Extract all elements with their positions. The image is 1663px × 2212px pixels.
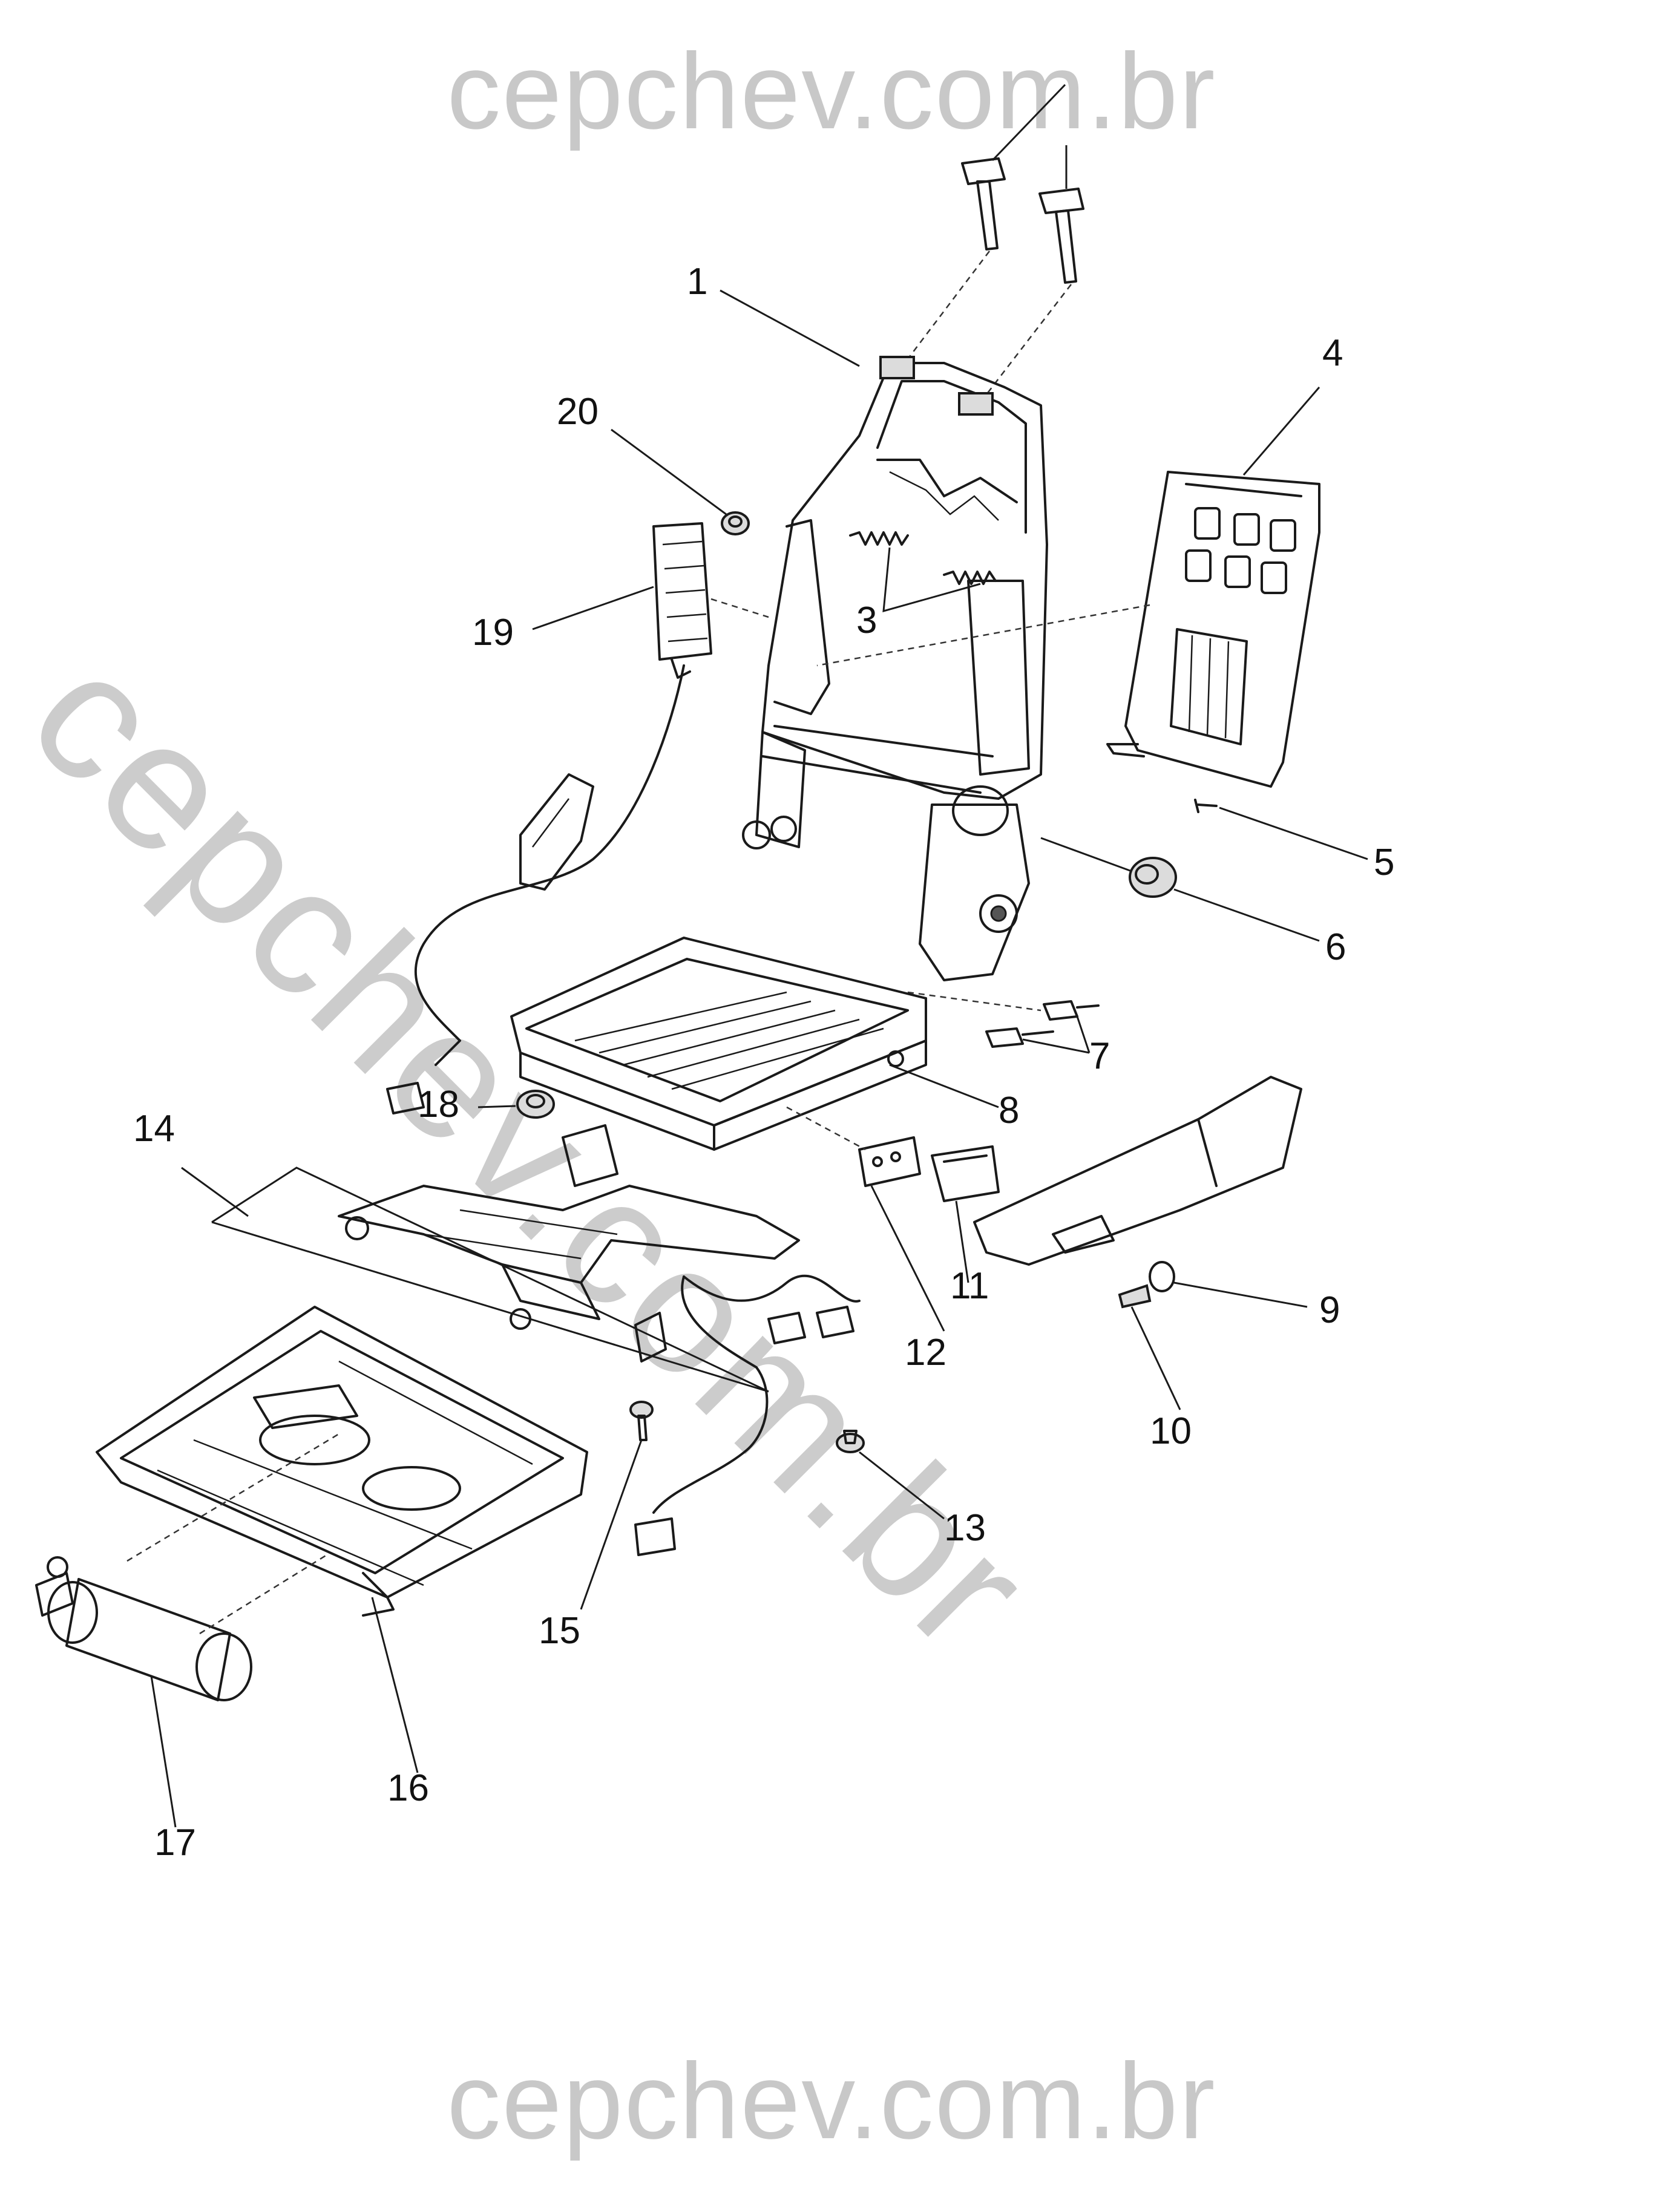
callout-14: 14 (133, 1108, 175, 1150)
callout-9: 9 (1319, 1289, 1340, 1331)
callout-15: 15 (539, 1610, 580, 1652)
seat-adjuster-bracket (338, 1124, 800, 1330)
bolt-15 (629, 1401, 654, 1441)
callout-3: 3 (856, 600, 877, 641)
leader-4 (1242, 387, 1320, 476)
switch-module-12 (858, 1136, 921, 1187)
leader-7 (1022, 1016, 1091, 1054)
dash-panel (816, 604, 1150, 667)
seat-adjuster-track (96, 1306, 588, 1617)
bolts-7 (985, 1000, 1100, 1048)
callout-8: 8 (999, 1090, 1020, 1131)
screw-5 (1194, 799, 1218, 813)
leader-bolt-left (991, 83, 1066, 162)
switch-bracket-11 (931, 1145, 1000, 1202)
callout-13: 13 (944, 1507, 986, 1549)
callout-10: 10 (1150, 1410, 1192, 1452)
leader-12 (870, 1185, 945, 1332)
callout-19: 19 (472, 612, 514, 653)
dash-bolt-left (904, 250, 990, 364)
nut-20 (721, 511, 750, 535)
leader-3 (882, 547, 981, 613)
leader-20 (611, 428, 727, 515)
nut-18 (516, 1090, 555, 1119)
callout-5: 5 (1374, 842, 1395, 883)
callout-16: 16 (387, 1767, 429, 1809)
leader-13 (859, 1451, 945, 1520)
leader-16 (371, 1597, 419, 1773)
leader-10 (1130, 1306, 1181, 1410)
wiring-harness (634, 1274, 861, 1556)
watermark-bottom: cepchev.com.br (447, 2041, 1216, 2161)
callout-12: 12 (905, 1332, 946, 1373)
leader-9 (1173, 1281, 1308, 1308)
leader-17 (150, 1675, 177, 1828)
side-airbag-module (652, 522, 712, 679)
seat-cushion-frame (510, 937, 927, 1151)
callout-6: 6 (1325, 926, 1346, 968)
leader-14 (181, 1167, 769, 1393)
seat-back-springs (849, 531, 997, 585)
side-airbag-bracket (519, 773, 594, 891)
airbag-connector (386, 1082, 425, 1114)
leader-11 (955, 1200, 969, 1283)
leader-18 (477, 1105, 516, 1108)
recliner-knob (1129, 857, 1177, 898)
clip-13 (836, 1430, 865, 1453)
leader-15 (580, 1439, 643, 1610)
callout-4: 4 (1322, 332, 1343, 374)
headrest-guide-bolt-left (961, 157, 1006, 250)
switch-cover-10 (1118, 1261, 1175, 1309)
dash-cylinder-2 (199, 1554, 327, 1635)
leader-6b (1040, 837, 1132, 872)
callout-18: 18 (418, 1084, 459, 1125)
callout-17: 17 (154, 1822, 196, 1864)
dash-bolt-right (980, 284, 1072, 403)
seat-cylinder (35, 1556, 252, 1701)
headrest-guide-bolt-right (1038, 188, 1084, 284)
leader-8 (889, 1064, 999, 1108)
leader-19 (532, 586, 654, 630)
callout-20: 20 (557, 391, 599, 433)
watermark-top: cepchev.com.br (447, 31, 1216, 151)
seat-back-panel (1106, 471, 1320, 788)
callout-1: 1 (687, 261, 708, 303)
dash-cylinder-1 (126, 1433, 339, 1562)
callout-11: 11 (950, 1265, 989, 1307)
seat-back-frame (742, 356, 1048, 981)
callout-7: 7 (1089, 1035, 1110, 1077)
leader-5 (1219, 807, 1368, 860)
dash-airbag (710, 598, 769, 618)
leader-6 (1173, 888, 1320, 942)
dash-switch (786, 1106, 866, 1151)
leader-1 (720, 289, 860, 367)
seat-side-shield (973, 1076, 1302, 1266)
airbag-wire (415, 664, 685, 1066)
dash-bolts (907, 991, 1041, 1012)
